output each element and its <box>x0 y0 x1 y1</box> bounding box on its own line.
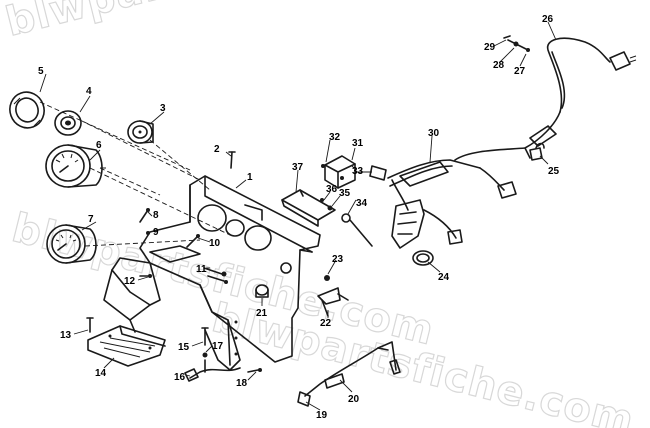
callout-18: 18 <box>236 378 248 389</box>
callout-31: 31 <box>352 138 364 149</box>
lower-harness-part-16 <box>184 359 241 382</box>
callout-35: 35 <box>339 188 351 199</box>
callout-30: 30 <box>428 128 440 139</box>
tachometer-part-7 <box>46 224 97 264</box>
relay-part-31 <box>321 155 387 189</box>
callout-6: 6 <box>96 140 102 151</box>
lens-ring-part-4 <box>54 110 82 136</box>
callout-9: 9 <box>153 227 159 238</box>
fittings-27-28-29 <box>503 35 530 52</box>
speedometer-part-6 <box>45 144 106 188</box>
callout-12: 12 <box>124 276 136 287</box>
callout-33: 33 <box>352 166 364 177</box>
switch-cable-part-20 <box>297 341 401 407</box>
callout-5: 5 <box>38 66 44 77</box>
callout-1: 1 <box>247 172 253 183</box>
callout-27: 27 <box>514 66 526 77</box>
callout-29: 29 <box>484 42 496 53</box>
callout-10: 10 <box>209 238 221 249</box>
callout-21: 21 <box>256 308 268 319</box>
callout-34: 34 <box>356 198 368 209</box>
hardware-small-parts <box>86 151 349 373</box>
callout-7: 7 <box>88 214 94 225</box>
callout-37: 37 <box>292 162 304 173</box>
callout-20: 20 <box>348 394 360 405</box>
callout-17: 17 <box>212 341 224 352</box>
leader-lines <box>39 21 557 411</box>
callout-15: 15 <box>178 342 190 353</box>
callout-36: 36 <box>326 184 338 195</box>
callout-19: 19 <box>316 410 328 421</box>
callout-25: 25 <box>548 166 560 177</box>
callout-3: 3 <box>160 103 166 114</box>
callout-22: 22 <box>320 318 332 329</box>
callout-8: 8 <box>153 210 159 221</box>
watermark-top: blwpartsfiche.com <box>1 0 432 46</box>
small-gauge-part-3 <box>127 120 154 144</box>
callout-16: 16 <box>174 372 186 383</box>
callout-4: 4 <box>86 86 92 97</box>
callout-13: 13 <box>60 330 72 341</box>
lamp-part-37 <box>281 189 336 227</box>
callout-24: 24 <box>438 272 450 283</box>
callout-32: 32 <box>329 132 341 143</box>
hardware-34-35-36 <box>320 198 373 247</box>
callout-14: 14 <box>95 368 107 379</box>
callout-26: 26 <box>542 14 554 25</box>
callout-2: 2 <box>214 144 220 155</box>
bezel-ring-part-5 <box>9 91 45 129</box>
callout-labels: 5 4 3 6 7 2 1 8 9 10 11 12 13 14 15 16 1… <box>38 14 560 421</box>
callout-28: 28 <box>493 60 505 71</box>
mounting-plate-part-14 <box>87 325 166 367</box>
callout-11: 11 <box>196 264 207 275</box>
main-wiring-harness-part-30 <box>387 37 637 266</box>
callout-23: 23 <box>332 254 344 265</box>
